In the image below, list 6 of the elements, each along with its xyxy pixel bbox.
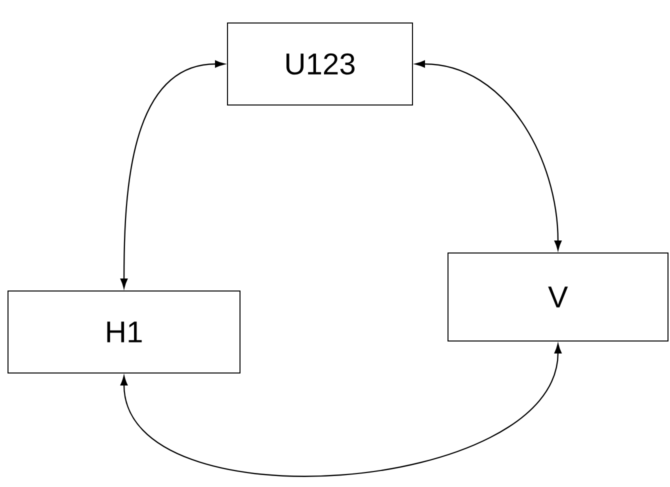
label-box: U123 bbox=[227, 22, 413, 106]
double-arrow bbox=[415, 60, 562, 250]
label-box: V bbox=[448, 252, 668, 342]
label-box: H1 bbox=[8, 290, 240, 374]
double-arrow bbox=[120, 344, 562, 477]
double-arrow bbox=[120, 60, 225, 288]
